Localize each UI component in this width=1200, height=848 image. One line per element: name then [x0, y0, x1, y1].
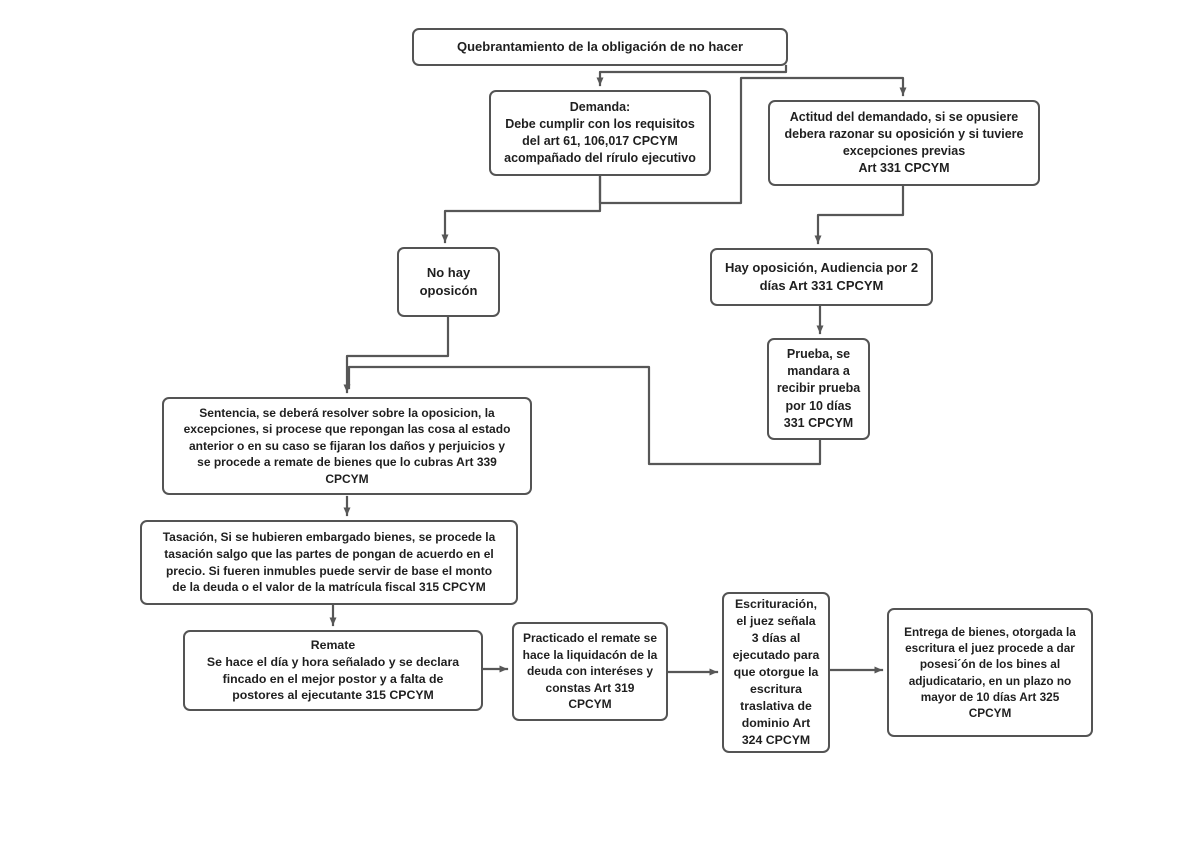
node-practicado-remate: Practicado el remate se hace la liquidac… [512, 622, 668, 721]
edge-quebrantamiento-demanda [596, 64, 788, 87]
node-demanda: Demanda: Debe cumplir con los requisitos… [489, 90, 711, 176]
node-quebrantamiento: Quebrantamiento de la obligación de no h… [412, 28, 788, 66]
edge-no-hay-sentencia [343, 315, 450, 394]
node-escrituracion: Escrituración, el juez señala 3 días al … [722, 592, 830, 753]
node-actitud-demandado: Actitud del demandado, si se opusiere de… [768, 100, 1040, 186]
node-sentencia: Sentencia, se deberá resolver sobre la o… [162, 397, 532, 495]
node-prueba: Prueba, se mandara a recibir prueba por … [767, 338, 870, 440]
node-tasacion: Tasación, Si se hubieren embargado biene… [140, 520, 518, 605]
node-remate: Remate Se hace el día y hora señalado y … [183, 630, 483, 711]
node-hay-oposicion: Hay oposición, Audiencia por 2 días Art … [710, 248, 933, 306]
edge-prueba-sentencia [347, 365, 822, 466]
edge-actitud-hay-oposicion [814, 184, 905, 245]
node-no-hay-oposicion: No hay oposicón [397, 247, 500, 317]
node-entrega-bienes: Entrega de bienes, otorgada la escritura… [887, 608, 1093, 737]
edge-demanda-no-hay [441, 174, 602, 244]
